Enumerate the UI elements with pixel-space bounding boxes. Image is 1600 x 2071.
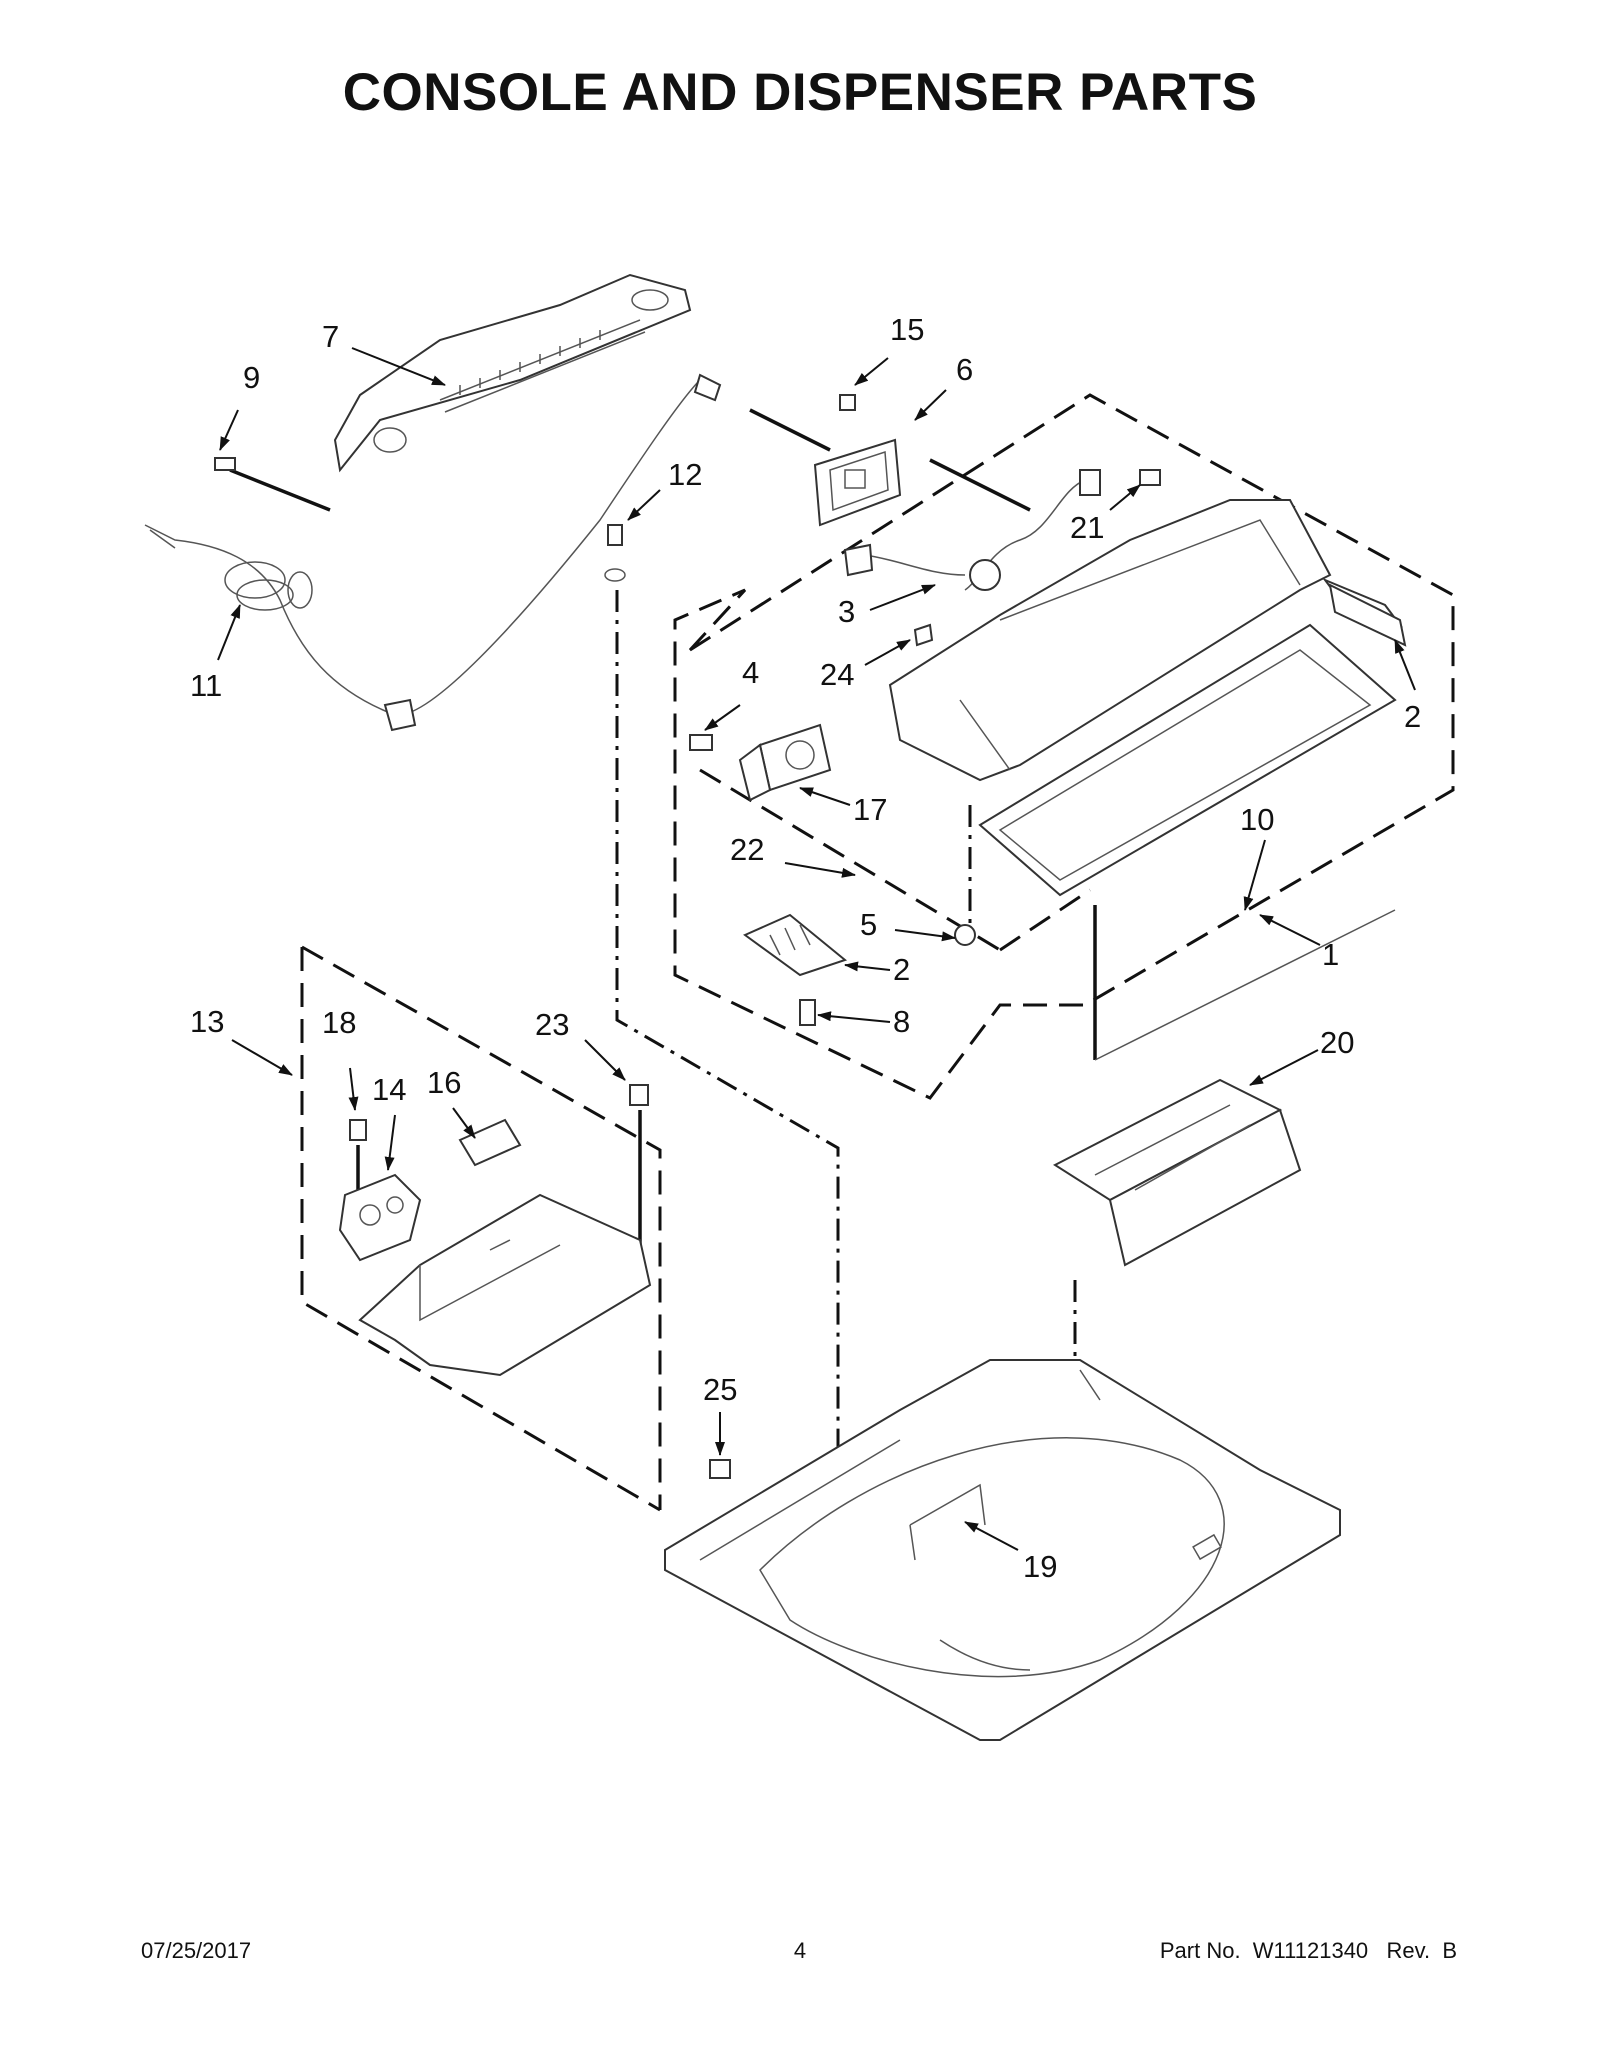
callout-21: 21 — [1070, 510, 1104, 545]
harness-line — [749, 408, 1031, 512]
footer-part-number: Part No. W11121340 Rev. B — [1159, 1938, 1457, 1963]
callout-6: 6 — [956, 352, 973, 387]
callout-7: 7 — [322, 319, 339, 354]
part-dispenser-drawer — [1052, 1078, 1302, 1267]
leader-arrows — [217, 347, 1416, 1551]
footer-page-number: 4 — [793, 1938, 807, 1963]
callout-10: 10 — [1240, 802, 1274, 837]
part-valve-bracket — [338, 1118, 652, 1377]
part-harness — [843, 469, 1101, 647]
callout-9: 9 — [243, 360, 260, 395]
callout-17: 17 — [853, 792, 887, 827]
part-bracket-2-upper — [1328, 583, 1407, 647]
part-power-cord — [144, 373, 722, 732]
cord-clip-5 — [954, 924, 976, 946]
screw-15 — [839, 394, 856, 411]
callout-22: 22 — [730, 832, 764, 867]
callout-24: 24 — [820, 657, 854, 692]
part-bracket-19 — [909, 1483, 986, 1561]
callout-2-right: 2 — [1404, 699, 1421, 734]
screw-8 — [799, 999, 816, 1026]
part-trim-strip — [1094, 909, 1396, 1061]
callout-2-lower: 2 — [893, 952, 910, 987]
alignment-line-left — [615, 590, 840, 1510]
callout-16: 16 — [427, 1065, 461, 1100]
part-control-module — [738, 723, 832, 802]
callout-23: 23 — [535, 1007, 569, 1042]
callout-labels: 7 9 15 6 12 21 3 11 24 4 2 17 10 22 5 1 … — [190, 312, 1421, 1584]
callout-12: 12 — [668, 457, 702, 492]
screw-line-9 — [229, 468, 331, 512]
callout-25: 25 — [703, 1372, 737, 1407]
part-control-panel-bezel — [333, 273, 692, 473]
page-title: CONSOLE AND DISPENSER PARTS — [342, 63, 1258, 122]
screw-12 — [604, 524, 626, 582]
screw-25 — [709, 1459, 731, 1479]
screw-4 — [689, 734, 713, 751]
callout-20: 20 — [1320, 1025, 1354, 1060]
callout-1: 1 — [1322, 937, 1339, 972]
callout-4: 4 — [742, 655, 759, 690]
callout-13: 13 — [190, 1004, 224, 1039]
part-bracket-lower — [743, 913, 848, 977]
footer-date: 07/25/2017 — [141, 1938, 252, 1963]
screw-21 — [1139, 469, 1161, 486]
screw-18 — [349, 1119, 367, 1141]
part-ui-board — [813, 438, 902, 527]
callout-11: 11 — [190, 668, 222, 703]
part-top-cover — [664, 1359, 1341, 1741]
screw-9 — [214, 457, 236, 471]
callout-5: 5 — [860, 907, 877, 942]
callout-8: 8 — [893, 1004, 910, 1039]
part-console — [888, 499, 1403, 897]
screw-23 — [629, 1084, 649, 1106]
callout-18: 18 — [322, 1005, 356, 1040]
callout-19: 19 — [1023, 1549, 1057, 1584]
callout-15: 15 — [890, 312, 924, 347]
console-assembly-outline — [673, 393, 1455, 1100]
callout-3: 3 — [838, 594, 855, 629]
valve-assembly-outline — [300, 945, 662, 1512]
callout-14: 14 — [372, 1072, 406, 1107]
